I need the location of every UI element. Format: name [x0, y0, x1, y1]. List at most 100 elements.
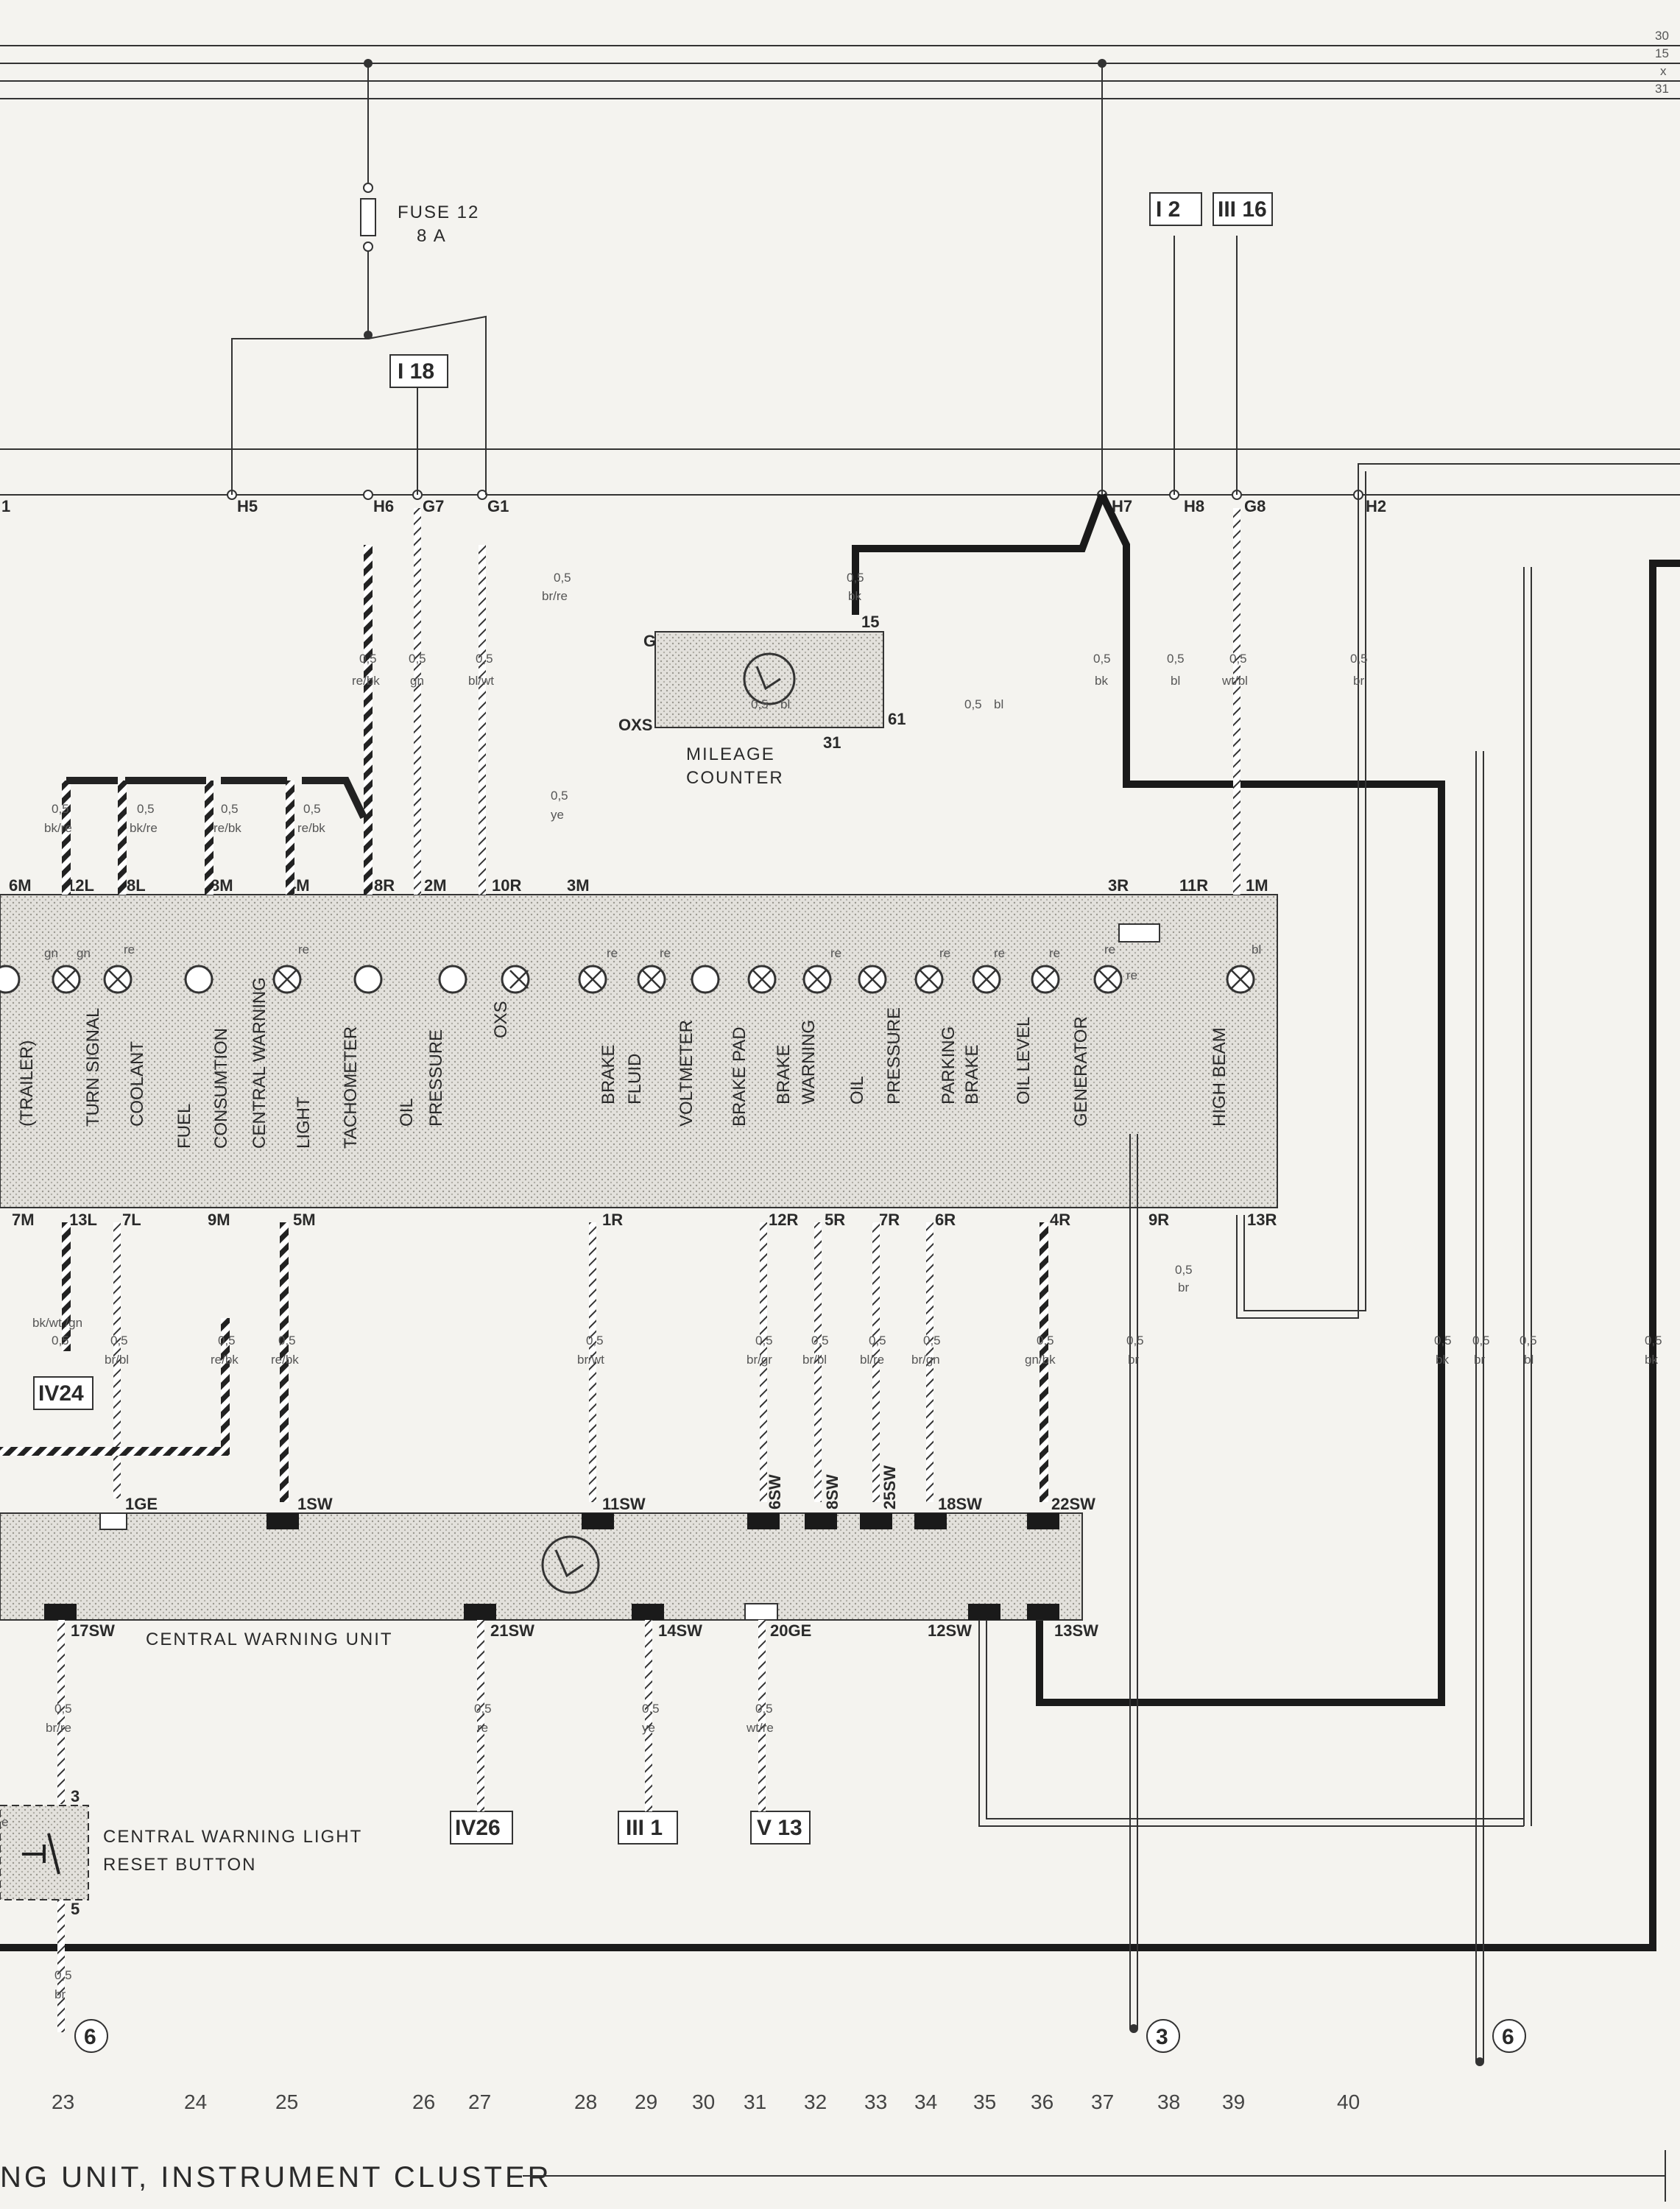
connector-label: G7: [423, 497, 444, 515]
svg-text:36: 36: [1031, 2090, 1053, 2113]
svg-text:28: 28: [574, 2090, 597, 2113]
cluster-pin: 9M: [208, 1211, 230, 1229]
svg-text:br: br: [54, 1987, 66, 2001]
svg-text:BRAKE PAD: BRAKE PAD: [730, 1026, 749, 1127]
svg-text:br/bl: br/bl: [802, 1353, 827, 1367]
ref-box-iv24: IV24: [33, 1376, 93, 1410]
cluster-pin: 7R: [879, 1211, 900, 1229]
bulb-color: re: [607, 946, 618, 960]
bulb-cross-marks: [57, 970, 1250, 989]
svg-text:re/bk: re/bk: [213, 821, 241, 835]
cluster-pin: 6M: [9, 876, 32, 895]
bulb-color: re: [1126, 968, 1137, 982]
reset-pin: 3: [71, 1787, 80, 1805]
svg-text:I 18: I 18: [398, 359, 434, 384]
connector-label: 1: [1, 497, 10, 515]
svg-text:re/bk: re/bk: [352, 674, 380, 688]
junction-dot: [1098, 59, 1107, 68]
ref-box-i18: I 18: [389, 354, 448, 388]
svg-text:0,5: 0,5: [1093, 652, 1111, 666]
cwu-name: CENTRAL WARNING UNIT: [146, 1630, 393, 1649]
cwu-pin: 21SW: [490, 1621, 534, 1640]
bus-label-15: 15: [1655, 46, 1669, 60]
cwu-pin: 1GE: [125, 1495, 158, 1513]
cluster-pin: 10R: [492, 876, 521, 895]
svg-text:ye: ye: [551, 808, 564, 822]
page-connector-3: 3: [1146, 2019, 1180, 2053]
svg-text:25: 25: [275, 2090, 298, 2113]
connector-label: H8: [1184, 497, 1204, 515]
junction-dots-bottom: [1129, 2024, 1484, 2066]
svg-text:bl: bl: [1524, 1353, 1533, 1367]
svg-text:FLUID: FLUID: [625, 1054, 645, 1104]
reset-pin: 5: [71, 1900, 80, 1918]
instrument-cluster: [0, 894, 1278, 1208]
mileage-counter: [654, 631, 884, 728]
ref-box-iv26: IV26: [450, 1811, 513, 1845]
svg-text:re: re: [477, 1721, 488, 1735]
svg-text:br/bl: br/bl: [105, 1353, 129, 1367]
svg-text:wt/re: wt/re: [746, 1721, 774, 1735]
bulb-color: re: [660, 946, 671, 960]
bulb-color: re: [298, 943, 309, 956]
svg-text:39: 39: [1222, 2090, 1245, 2113]
svg-text:37: 37: [1091, 2090, 1114, 2113]
svg-text:bl: bl: [994, 697, 1003, 711]
cluster-top-loops: [66, 777, 367, 820]
svg-text:0,5: 0,5: [221, 802, 239, 816]
svg-text:(TRAILER): (TRAILER): [17, 1040, 37, 1127]
cwu-pin: 25SW: [880, 1465, 899, 1509]
svg-text:0,5: 0,5: [847, 571, 864, 585]
cwu-pin: 17SW: [71, 1621, 115, 1640]
cwu-pads: [44, 1512, 1059, 1621]
svg-text:bk/re: bk/re: [130, 821, 158, 835]
svg-text:0,5: 0,5: [586, 1333, 604, 1347]
svg-text:0,5: 0,5: [476, 652, 493, 666]
svg-text:VOLTMETER: VOLTMETER: [677, 1020, 696, 1127]
cluster-pin: 13L: [69, 1211, 97, 1229]
connector-label: H7: [1112, 497, 1132, 515]
cluster-pin: 8M: [211, 876, 233, 895]
svg-text:24: 24: [184, 2090, 207, 2113]
svg-text:0,5: 0,5: [811, 1333, 829, 1347]
svg-text:III 1: III 1: [626, 1816, 663, 1840]
svg-text:br: br: [1353, 674, 1364, 688]
mileage-name: COUNTER: [686, 768, 784, 788]
svg-text:30: 30: [692, 2090, 715, 2113]
ref-box-i2: I 2: [1149, 192, 1202, 226]
cwu-bottom-wires: [57, 1620, 766, 2032]
svg-text:0,5: 0,5: [474, 1702, 492, 1716]
cluster-pin: 3M: [567, 876, 590, 895]
svg-text:0,5: 0,5: [755, 1333, 773, 1347]
page-connector-6: 6: [1492, 2019, 1526, 2053]
bus-label-30: 30: [1655, 29, 1669, 43]
reset-side-label: e: [1, 1815, 8, 1829]
bulb-color: re: [830, 946, 841, 960]
mileage-pin: 31: [823, 733, 841, 752]
svg-text:PRESSURE: PRESSURE: [884, 1007, 904, 1104]
svg-text:br: br: [1128, 1353, 1139, 1367]
cluster-pin: 6R: [935, 1211, 956, 1229]
svg-text:0,5: 0,5: [1472, 1333, 1490, 1347]
bulb-color: gn: [44, 946, 58, 960]
bus-label-x: x: [1660, 64, 1667, 78]
svg-text:0,5: 0,5: [110, 1333, 128, 1347]
svg-text:23: 23: [52, 2090, 74, 2113]
svg-text:0,5: 0,5: [278, 1333, 296, 1347]
cluster-pin: 7L: [122, 1211, 141, 1229]
bulb-color: re: [124, 943, 135, 956]
svg-text:0,5: 0,5: [54, 1702, 72, 1716]
cluster-pin: 12L: [66, 876, 94, 895]
svg-text:0,5: 0,5: [1229, 652, 1247, 666]
svg-text:BRAKE: BRAKE: [962, 1045, 982, 1104]
svg-text:0,5: 0,5: [755, 1702, 773, 1716]
svg-text:OXS: OXS: [491, 1001, 511, 1038]
mileage-name: MILEAGE: [686, 744, 775, 764]
svg-text:FUEL: FUEL: [174, 1104, 194, 1149]
svg-text:PRESSURE: PRESSURE: [426, 1029, 446, 1127]
reset-label: RESET BUTTON: [103, 1855, 256, 1875]
footer-title: NG UNIT, INSTRUMENT CLUSTER: [0, 2161, 552, 2194]
cluster-pin: 3R: [1108, 876, 1129, 895]
svg-text:0,5: 0,5: [218, 1333, 236, 1347]
svg-text:32: 32: [804, 2090, 827, 2113]
